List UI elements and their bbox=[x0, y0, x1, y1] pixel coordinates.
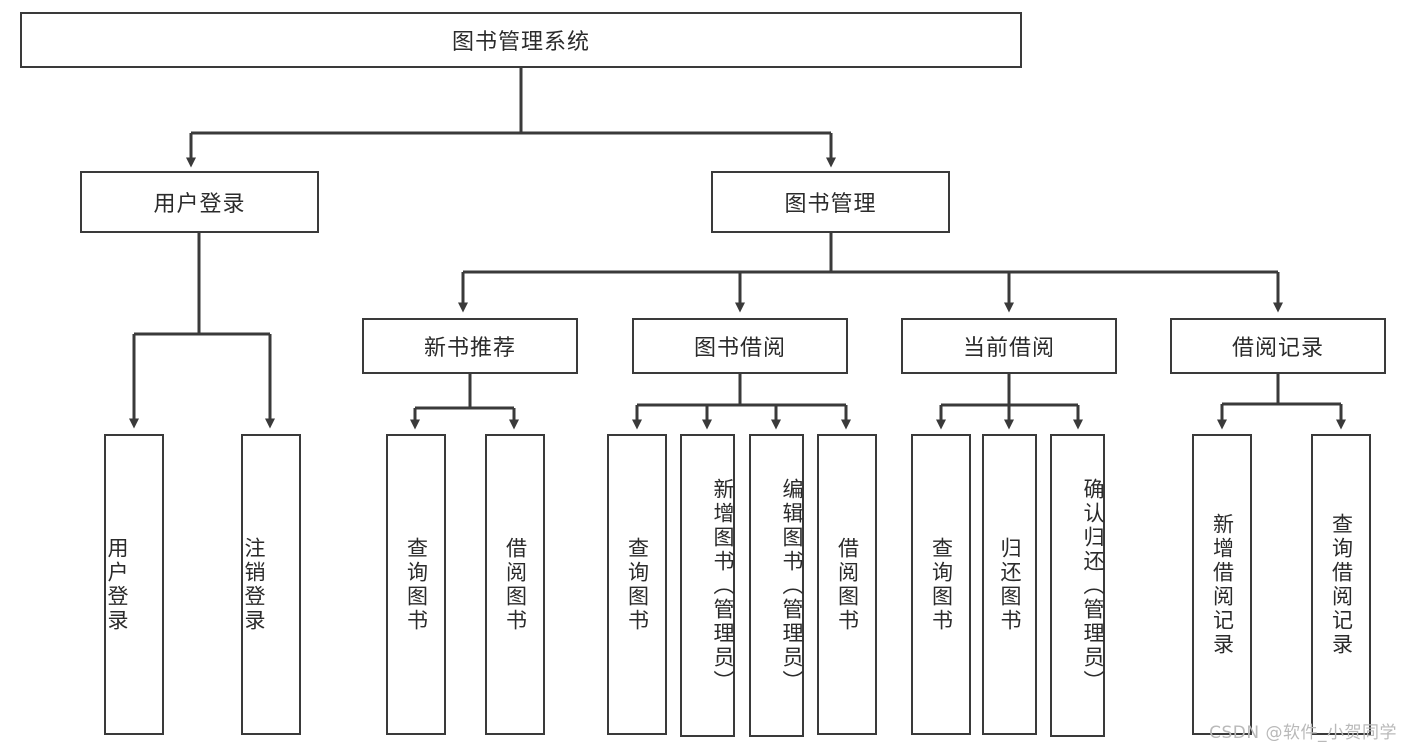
node-new-book-recommend[interactable]: 新书推荐 bbox=[362, 318, 578, 374]
leaf-borrow-add-book-admin[interactable]: 新增图书（管理员） bbox=[680, 434, 735, 737]
node-label: 借阅图书 bbox=[503, 536, 528, 633]
node-label: 图书管理 bbox=[784, 192, 877, 217]
node-label: 注销登录 bbox=[242, 536, 266, 633]
leaf-current-confirm-return-admin[interactable]: 确认归还（管理员） bbox=[1050, 434, 1105, 737]
node-label: 查询图书 bbox=[625, 536, 650, 633]
node-label: 用户登录 bbox=[153, 192, 246, 217]
leaf-records-query-record[interactable]: 查询借阅记录 bbox=[1311, 434, 1371, 735]
node-label: 确认归还（管理员） bbox=[1081, 477, 1105, 694]
node-label: 借阅图书 bbox=[835, 536, 860, 633]
node-borrow-records[interactable]: 借阅记录 bbox=[1170, 318, 1386, 374]
node-label: 查询图书 bbox=[404, 536, 429, 633]
node-label: 新书推荐 bbox=[423, 336, 516, 361]
node-label: 查询借阅记录 bbox=[1329, 512, 1354, 657]
leaf-recommend-borrow-book[interactable]: 借阅图书 bbox=[485, 434, 545, 735]
node-current-borrow[interactable]: 当前借阅 bbox=[901, 318, 1117, 374]
leaf-borrow-query-book[interactable]: 查询图书 bbox=[607, 434, 667, 735]
leaf-current-return-book[interactable]: 归还图书 bbox=[982, 434, 1037, 735]
node-root-system[interactable]: 图书管理系统 bbox=[20, 12, 1022, 68]
node-label: 新增图书（管理员） bbox=[711, 477, 735, 694]
csdn-watermark: CSDN @软件_小贺同学 bbox=[1209, 723, 1397, 743]
node-label: 用户登录 bbox=[105, 536, 129, 633]
node-label: 编辑图书（管理员） bbox=[780, 477, 804, 694]
leaf-borrow-edit-book-admin[interactable]: 编辑图书（管理员） bbox=[749, 434, 804, 737]
node-book-borrow[interactable]: 图书借阅 bbox=[632, 318, 848, 374]
node-label: 当前借阅 bbox=[962, 336, 1055, 361]
node-user-login[interactable]: 用户登录 bbox=[80, 171, 319, 233]
leaf-user-logout[interactable]: 注销登录 bbox=[241, 434, 301, 735]
node-label: 图书借阅 bbox=[693, 336, 786, 361]
node-label: 查询图书 bbox=[929, 536, 954, 633]
node-label: 图书管理系统 bbox=[451, 30, 590, 55]
leaf-recommend-query-book[interactable]: 查询图书 bbox=[386, 434, 446, 735]
leaf-borrow-borrow-book[interactable]: 借阅图书 bbox=[817, 434, 877, 735]
node-label: 新增借阅记录 bbox=[1210, 512, 1235, 657]
leaf-records-add-record[interactable]: 新增借阅记录 bbox=[1192, 434, 1252, 735]
leaf-current-query-book[interactable]: 查询图书 bbox=[911, 434, 971, 735]
node-label: 归还图书 bbox=[998, 536, 1022, 633]
node-book-management[interactable]: 图书管理 bbox=[711, 171, 950, 233]
node-label: 借阅记录 bbox=[1231, 336, 1324, 361]
leaf-user-login[interactable]: 用户登录 bbox=[104, 434, 164, 735]
